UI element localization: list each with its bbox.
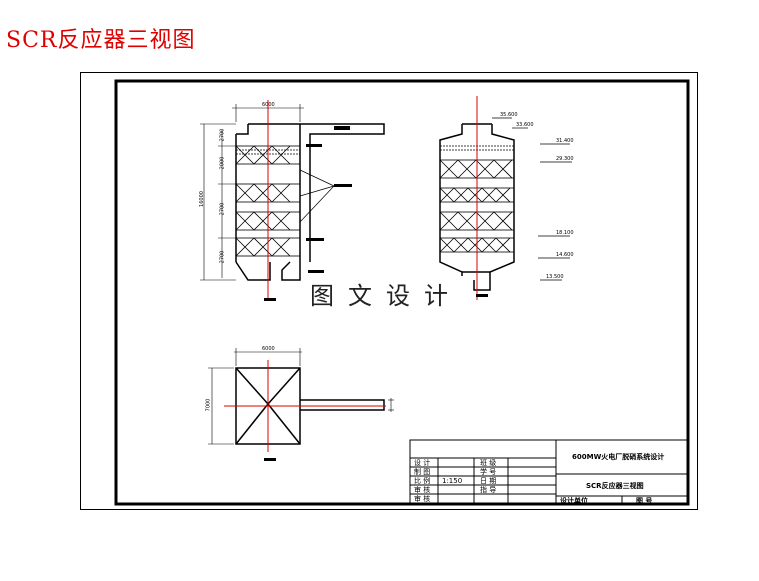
front-width-dim: 6000 bbox=[262, 102, 275, 108]
front-label-marks bbox=[264, 126, 352, 301]
drawing-name: SCR反应器三视图 bbox=[586, 482, 644, 490]
tb-scale: 1:150 bbox=[442, 477, 463, 485]
page-title: SCR反应器三视图 bbox=[6, 28, 196, 53]
elevation-2: 33.600 bbox=[516, 122, 534, 128]
tb-row1-right: 班 级 bbox=[480, 459, 497, 467]
front-seg2-dim: 2000 bbox=[219, 156, 226, 170]
project-name: 600MW火电厂脱硝系统设计 bbox=[572, 453, 665, 461]
side-elevation-markers bbox=[492, 117, 572, 281]
tb-row3-right: 日 期 bbox=[480, 477, 497, 485]
tb-row4-right: 指 导 bbox=[480, 486, 497, 494]
tb-row5-left: 审 核 bbox=[414, 495, 431, 503]
plan-label-marks bbox=[264, 458, 276, 461]
front-seg4-dim: 2700 bbox=[219, 250, 226, 264]
elevation-3: 31.400 bbox=[556, 138, 574, 144]
front-leaders bbox=[299, 169, 335, 223]
elevation-4: 29.300 bbox=[556, 156, 574, 162]
tb-row4-left: 审 核 bbox=[414, 486, 431, 494]
front-dimensions bbox=[200, 104, 304, 281]
plan-width-dim: 6000 bbox=[262, 346, 275, 352]
tb-row3-left: 比 例 bbox=[414, 477, 431, 485]
tb-row2-left: 制 图 bbox=[414, 468, 431, 476]
tb-bottom-right: 图 号 bbox=[636, 497, 653, 505]
elevation-6: 14.600 bbox=[556, 252, 574, 258]
plan-centerlines bbox=[224, 360, 386, 452]
elevation-1: 35.600 bbox=[500, 112, 518, 118]
plan-height-dim: 7000 bbox=[205, 398, 212, 412]
tb-bottom-left: 设计单位 bbox=[560, 497, 588, 505]
elevation-5: 18.100 bbox=[556, 230, 574, 236]
tb-row1-left: 设 计 bbox=[414, 459, 431, 467]
title-block bbox=[409, 439, 689, 505]
watermark-text: 图文设计 bbox=[306, 276, 466, 311]
tb-row2-right: 学 号 bbox=[480, 468, 497, 476]
front-seg3-dim: 2700 bbox=[219, 202, 226, 216]
side-label-marks bbox=[476, 294, 488, 297]
plan-dimensions bbox=[208, 348, 394, 445]
elevation-7: 13.500 bbox=[546, 274, 564, 280]
inner-border bbox=[114, 79, 690, 506]
front-seg1-dim: 2700 bbox=[219, 128, 226, 142]
plan-view bbox=[235, 367, 385, 445]
drawing-sheet bbox=[80, 72, 698, 510]
front-total-dim: 16000 bbox=[198, 191, 205, 207]
